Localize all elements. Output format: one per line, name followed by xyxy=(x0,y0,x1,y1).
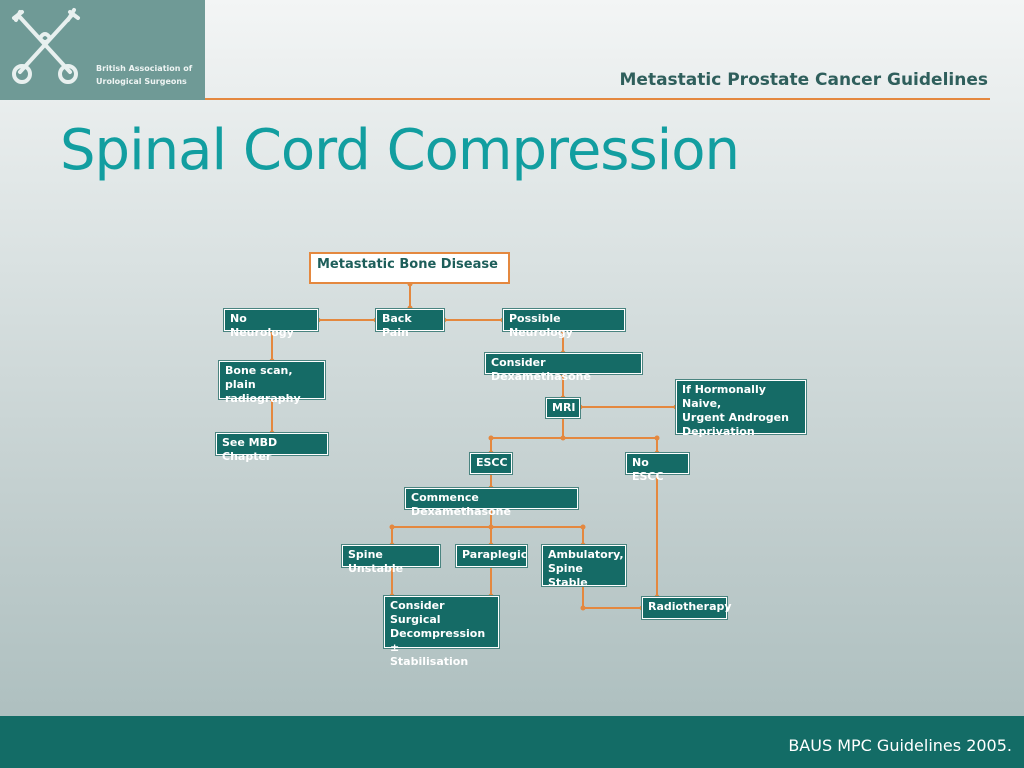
node-spine-unstable: Spine Unstable xyxy=(342,545,440,575)
baus-logo: British Association of Urological Surgeo… xyxy=(0,0,205,100)
org-name-line2: Urological Surgeons xyxy=(96,77,187,86)
node-back-pain: Back Pain xyxy=(376,309,444,339)
node-radiotherapy: Radiotherapy xyxy=(642,597,732,619)
node-ambulatory: Ambulatory, Spine Stable xyxy=(542,545,626,589)
node-no-escc: No ESCC xyxy=(626,453,689,483)
node-escc: ESCC xyxy=(470,453,512,474)
node-commence-dexamethasone: Commence Dexamethasone xyxy=(405,488,578,518)
header-divider xyxy=(205,98,990,100)
node-bone-scan: Bone scan, plain radiography xyxy=(219,361,325,405)
org-name-line1: British Association of xyxy=(96,64,193,73)
footer-bar: BAUS MPC Guidelines 2005. xyxy=(0,716,1024,768)
node-metastatic-bone-disease: Metastatic Bone Disease xyxy=(309,252,510,284)
org-name: British Association of Urological Surgeo… xyxy=(96,62,192,88)
node-hormonally-naive: If Hormonally Naive, Urgent Androgen Dep… xyxy=(676,380,806,438)
node-no-neurology: No Neurology xyxy=(224,309,318,339)
node-mri: MRI xyxy=(546,398,580,418)
node-see-mbd-chapter: See MBD Chapter xyxy=(216,433,328,463)
crossed-keys-icon xyxy=(12,8,80,84)
footer-text: BAUS MPC Guidelines 2005. xyxy=(788,736,1012,755)
slide-title: Spinal Cord Compression xyxy=(60,118,740,183)
node-consider-dexamethasone: Consider Dexamethasone xyxy=(485,353,642,383)
node-surgical-decompression: Consider Surgical Decompression ± Stabil… xyxy=(384,596,499,668)
node-possible-neurology: Possible Neurology xyxy=(503,309,625,339)
node-paraplegic: Paraplegic xyxy=(456,545,527,567)
guideline-title: Metastatic Prostate Cancer Guidelines xyxy=(619,70,988,90)
